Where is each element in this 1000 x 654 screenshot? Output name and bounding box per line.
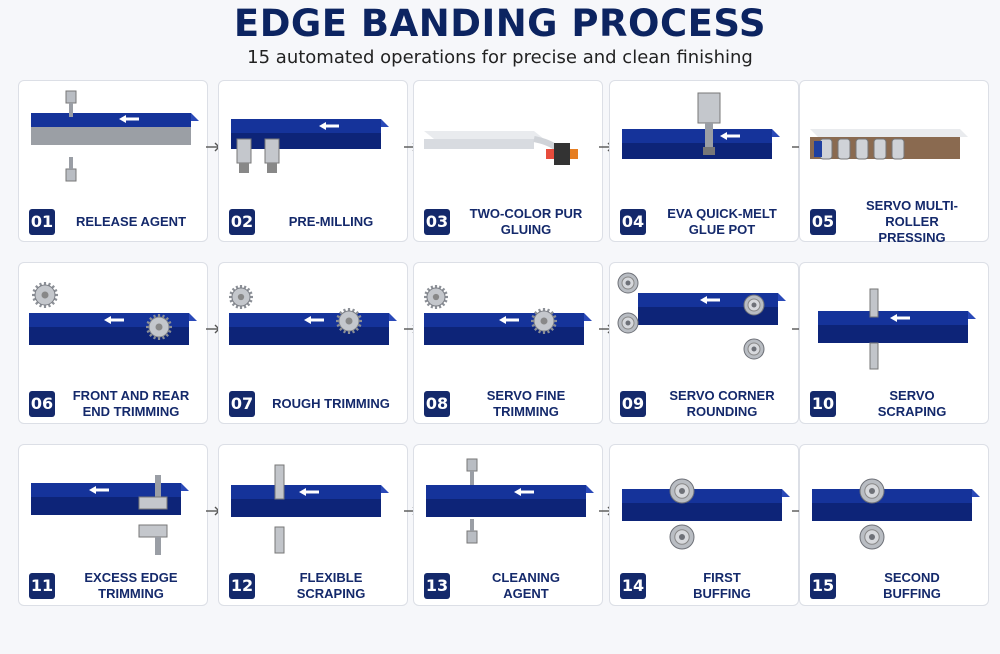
step-label: RELEASE AGENT <box>75 214 187 229</box>
step-label: SECOND BUFFING <box>883 570 941 601</box>
step-card-09: 09 SERVO CORNER ROUNDING <box>609 262 799 424</box>
step-number-badge: 14 <box>620 573 646 599</box>
step-card-07: 07 ROUGH TRIMMING <box>218 262 408 424</box>
rounding-wheel-icon <box>617 272 786 360</box>
page-subtitle: 15 automated operations for precise and … <box>247 47 753 68</box>
step-number-badge: 12 <box>229 573 255 599</box>
step-number-badge: 01 <box>29 209 55 235</box>
glue-roller-icon <box>424 131 578 165</box>
milling-cutter-icon <box>231 119 389 173</box>
step-number-badge: 15 <box>810 573 836 599</box>
step-card-08: 08 SERVO FINE TRIMMING <box>413 262 603 424</box>
spray-nozzle-icon <box>31 90 199 182</box>
step-number-badge: 04 <box>620 209 646 235</box>
step-card-10: 10 SERVO SCRAPING <box>799 262 989 424</box>
step-number-badge: 02 <box>229 209 255 235</box>
step-label: SERVO FINE TRIMMING <box>486 388 566 419</box>
buffing-wheel-icon <box>812 478 980 550</box>
step-label: CLEANING AGENT <box>492 570 560 601</box>
step-number-badge: 09 <box>620 391 646 417</box>
step-label: FRONT AND REAR END TRIMMING <box>72 388 190 419</box>
saw-blade-icon <box>29 282 197 345</box>
step-card-02: 02 PRE-MILLING <box>218 80 408 242</box>
step-card-11: 11 EXCESS EDGE TRIMMING <box>18 444 208 606</box>
step-card-13: 13 CLEANING AGENT <box>413 444 603 606</box>
page-title: EDGE BANDING PROCESS <box>233 2 767 45</box>
edge-trimmer-icon <box>31 475 189 555</box>
step-card-12: 12 FLEXIBLE SCRAPING <box>218 444 408 606</box>
step-label: SERVO CORNER ROUNDING <box>669 388 775 419</box>
step-label: SERVO MULTI-ROLLER PRESSING <box>866 198 958 245</box>
step-number-badge: 13 <box>424 573 450 599</box>
step-number-badge: 05 <box>810 209 836 235</box>
step-card-14: 14 FIRST BUFFING <box>609 444 799 606</box>
saw-blade-icon <box>229 285 397 345</box>
step-label: TWO-COLOR PUR GLUING <box>469 206 583 237</box>
step-card-03: 03 TWO-COLOR PUR GLUING <box>413 80 603 242</box>
step-number-badge: 08 <box>424 391 450 417</box>
pressure-roller-icon <box>810 129 968 160</box>
step-label: FLEXIBLE SCRAPING <box>296 570 366 601</box>
step-label: EXCESS EDGE TRIMMING <box>84 570 178 601</box>
step-label: SERVO SCRAPING <box>877 388 947 419</box>
step-number-badge: 03 <box>424 209 450 235</box>
step-label: PRE-MILLING <box>288 214 374 229</box>
step-label: FIRST BUFFING <box>693 570 751 601</box>
step-label: ROUGH TRIMMING <box>272 396 390 411</box>
step-card-05: 05 SERVO MULTI-ROLLER PRESSING <box>799 80 989 245</box>
step-card-04: 04 EVA QUICK-MELT GLUE POT <box>609 80 799 242</box>
glue-pot-icon <box>622 92 780 159</box>
step-card-06: 06 FRONT AND REAR END TRIMMING <box>18 262 208 424</box>
scraper-blade-icon <box>818 288 976 370</box>
scraper-blade-icon <box>231 464 389 554</box>
spray-nozzle-icon <box>426 458 594 544</box>
step-card-01: 01 RELEASE AGENT <box>18 80 208 242</box>
saw-blade-icon <box>424 285 592 345</box>
step-number-badge: 10 <box>810 391 836 417</box>
step-number-badge: 06 <box>29 391 55 417</box>
step-card-15: 15 SECOND BUFFING <box>799 444 989 606</box>
step-label: EVA QUICK-MELT GLUE POT <box>667 206 777 237</box>
step-number-badge: 07 <box>229 391 255 417</box>
buffing-wheel-icon <box>622 478 790 550</box>
step-number-badge: 11 <box>29 573 55 599</box>
